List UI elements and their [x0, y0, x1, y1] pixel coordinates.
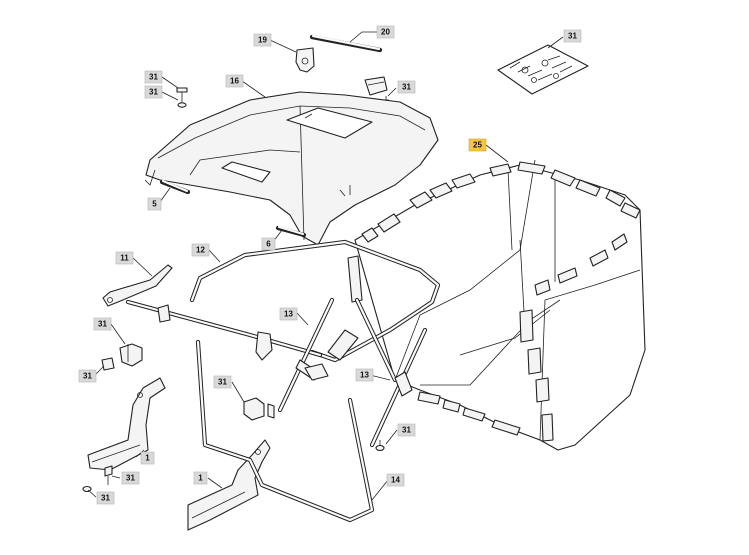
svg-text:11: 11 [120, 254, 129, 263]
callout-11[interactable]: 11 [115, 251, 134, 265]
callout-6[interactable]: 6 [261, 237, 276, 251]
callout-20[interactable]: 20 [376, 25, 395, 39]
callout-31[interactable]: 31 [144, 85, 163, 99]
svg-text:31: 31 [101, 494, 110, 503]
callout-1[interactable]: 1 [140, 451, 155, 465]
screw-31-bracket[interactable] [104, 465, 113, 485]
svg-text:25: 25 [473, 141, 482, 150]
svg-text:31: 31 [218, 378, 227, 387]
svg-text:16: 16 [230, 77, 239, 86]
callout-31[interactable]: 31 [93, 317, 112, 331]
part-16-lid[interactable] [144, 91, 439, 246]
svg-text:31: 31 [149, 73, 158, 82]
callout-31[interactable]: 31 [397, 80, 416, 94]
part-14-handle-frame[interactable] [195, 339, 375, 523]
part-13-strut-upper[interactable] [277, 297, 359, 413]
hardware-pack-31[interactable] [497, 44, 589, 95]
svg-text:31: 31 [126, 474, 135, 483]
screw-31-left[interactable] [101, 357, 115, 371]
part-11-lever[interactable] [102, 264, 173, 307]
callout-31[interactable]: 31 [563, 29, 582, 43]
callout-31[interactable]: 31 [144, 70, 163, 84]
callout-13[interactable]: 13 [279, 307, 298, 321]
callout-31[interactable]: 31 [96, 491, 115, 505]
svg-text:31: 31 [402, 83, 411, 92]
callout-16[interactable]: 16 [225, 74, 244, 88]
part-6-rod[interactable] [275, 225, 307, 238]
callout-31[interactable]: 31 [121, 471, 140, 485]
callout-31[interactable]: 31 [213, 375, 232, 389]
part-5-rod[interactable] [159, 179, 191, 195]
part-19-clip[interactable] [295, 47, 315, 73]
bracket-31-center[interactable] [243, 397, 275, 421]
svg-text:31: 31 [98, 320, 107, 329]
svg-text:31: 31 [149, 88, 158, 97]
callout-14[interactable]: 14 [386, 473, 405, 487]
svg-text:19: 19 [258, 36, 267, 45]
svg-text:13: 13 [284, 310, 293, 319]
part-13-strut-lower[interactable] [369, 327, 428, 448]
callout-13[interactable]: 13 [355, 368, 374, 382]
callout-25[interactable]: 25 [468, 138, 487, 152]
svg-text:1: 1 [198, 474, 203, 483]
callout-31[interactable]: 31 [78, 369, 97, 383]
svg-text:31: 31 [402, 426, 411, 435]
svg-text:13: 13 [360, 371, 369, 380]
svg-text:31: 31 [83, 372, 92, 381]
svg-text:1: 1 [145, 454, 150, 463]
part-12-frame[interactable] [189, 239, 441, 363]
callout-labels: 20 19 31 31 31 16 31 25 [78, 25, 582, 505]
svg-text:12: 12 [196, 246, 205, 255]
svg-text:14: 14 [391, 476, 400, 485]
screw-31-frame[interactable] [375, 440, 385, 452]
callout-12[interactable]: 12 [191, 243, 210, 257]
nut-31-bottom[interactable] [82, 485, 92, 493]
bracket-31-left[interactable] [119, 343, 143, 367]
leader-lines [87, 31, 564, 501]
svg-text:6: 6 [266, 240, 271, 249]
cross-rod[interactable] [125, 299, 323, 361]
part-20-rod[interactable] [309, 34, 383, 53]
callout-31[interactable]: 31 [397, 423, 416, 437]
callout-1[interactable]: 1 [193, 471, 208, 485]
screw-31-lid[interactable] [176, 87, 188, 108]
svg-text:20: 20 [381, 28, 390, 37]
callout-19[interactable]: 19 [253, 33, 272, 47]
svg-text:31: 31 [568, 32, 577, 41]
part-25-grass-bag[interactable] [354, 159, 646, 451]
cap-clip[interactable] [364, 76, 388, 96]
callout-5[interactable]: 5 [147, 197, 162, 211]
part-13-gas-strut-long[interactable] [347, 255, 398, 383]
svg-text:5: 5 [152, 200, 157, 209]
